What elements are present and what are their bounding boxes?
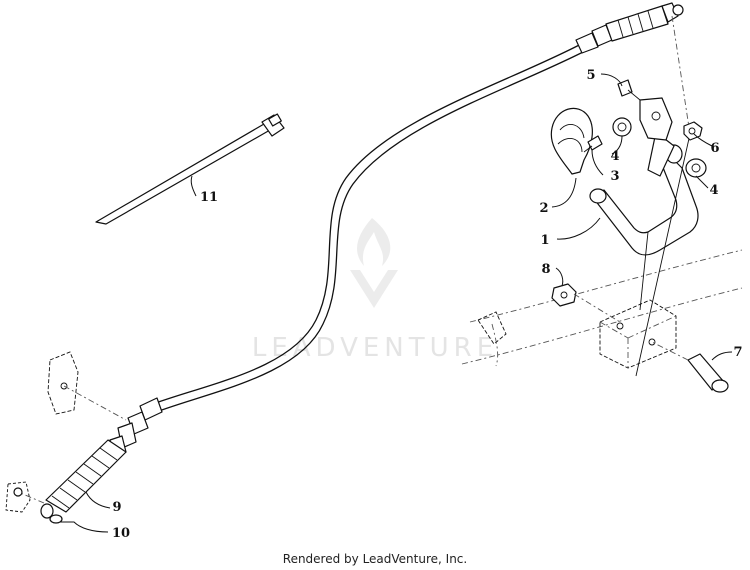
pedal-arm	[589, 131, 699, 311]
footer-credit: Rendered by LeadVenture, Inc.	[282, 552, 468, 566]
callout-4b: 4	[709, 183, 718, 198]
upper-cable-boot	[575, 2, 684, 54]
cable-end-connector	[5, 481, 63, 524]
pivot-bracket	[635, 15, 691, 377]
callouts: 1 2 3 4 4 5 6 7 8 9 10 11	[112, 68, 743, 541]
pedal-screw	[583, 135, 603, 153]
frame-tube	[461, 249, 743, 367]
callout-2: 2	[539, 201, 548, 216]
callout-11: 11	[200, 190, 218, 205]
lower-mount-bracket	[47, 351, 127, 421]
leader-lines	[60, 73, 733, 533]
bushing-lower	[685, 158, 707, 178]
callout-9: 9	[112, 500, 121, 515]
frame-bracket	[599, 299, 677, 369]
callout-6: 6	[710, 141, 719, 156]
callout-1: 1	[540, 233, 549, 248]
cable-tie	[95, 113, 285, 225]
bushing-upper	[612, 117, 632, 137]
pivot-bolt	[651, 341, 729, 393]
watermark: LEADVENTURE	[252, 218, 498, 363]
watermark-logo-icon	[350, 218, 398, 308]
nut-upper	[683, 121, 703, 141]
callout-10: 10	[112, 526, 130, 541]
shift-cable	[109, 2, 684, 457]
nut-lower	[551, 283, 621, 323]
callout-7: 7	[733, 345, 742, 360]
lower-cable-boot	[45, 439, 127, 513]
callout-8: 8	[541, 262, 550, 277]
callout-4a: 4	[610, 149, 619, 164]
callout-3: 3	[610, 169, 619, 184]
pedal-pad	[550, 107, 593, 175]
watermark-brand: LEADVENTURE	[252, 333, 498, 363]
callout-5: 5	[586, 68, 595, 83]
bolt-upper	[617, 79, 641, 101]
